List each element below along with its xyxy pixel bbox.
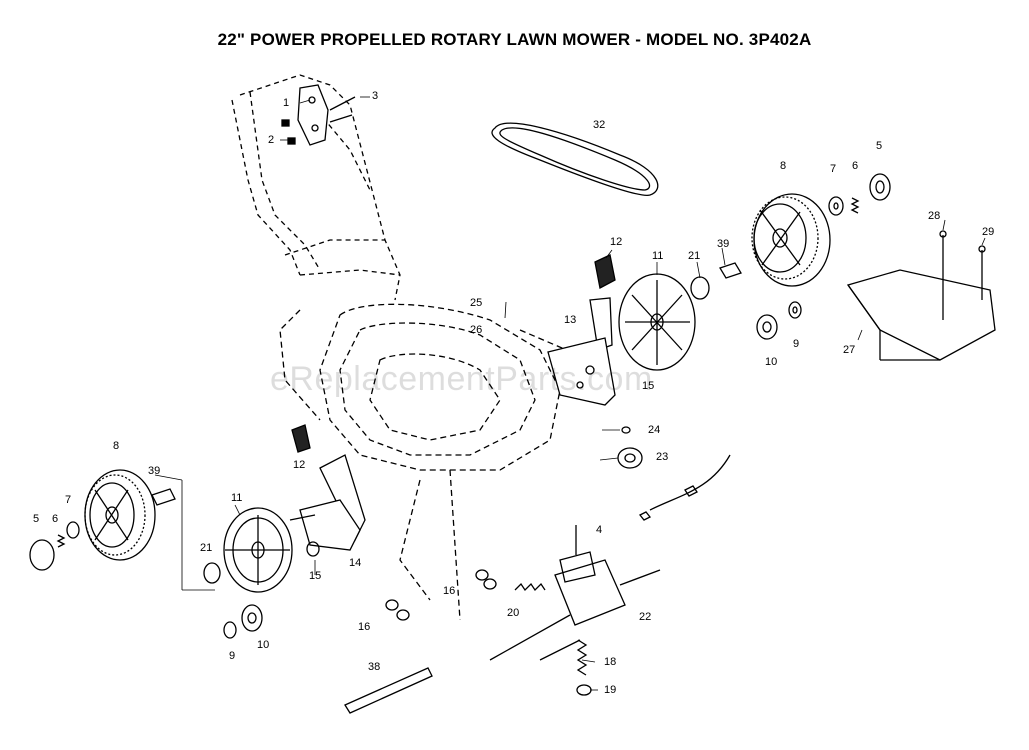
callout-8-left: 8 (113, 440, 120, 452)
callout-27: 27 (843, 344, 856, 356)
callout-6-left: 6 (52, 513, 59, 525)
diagram-title: 22" POWER PROPELLED ROTARY LAWN MOWER - … (217, 30, 812, 49)
right-gear-11 (618, 273, 696, 371)
right-bushing-39 (719, 262, 742, 279)
nut-16-a (475, 569, 497, 590)
callout-4: 4 (596, 524, 603, 536)
callout-12-left: 12 (293, 459, 306, 471)
left-washer-21 (203, 562, 221, 584)
callout-20: 20 (507, 607, 520, 619)
callout-15-left: 15 (309, 570, 322, 582)
callout-16-b: 16 (358, 621, 371, 633)
right-height-adjuster-13 (547, 297, 616, 406)
left-washer-7 (66, 521, 80, 539)
callout-3: 3 (372, 90, 379, 102)
right-pinion-10 (756, 314, 778, 340)
left-grip-12 (291, 424, 311, 453)
callout-38: 38 (368, 661, 381, 673)
callout-18: 18 (604, 656, 617, 668)
callout-11-left: 11 (231, 492, 243, 504)
callout-25: 25 (470, 297, 483, 309)
callout-10-right: 10 (765, 356, 778, 368)
callout-14: 14 (349, 557, 362, 569)
left-nut-9 (223, 621, 237, 639)
screw-28 (939, 230, 947, 320)
right-washer-7 (828, 196, 844, 216)
callout-26: 26 (470, 324, 483, 336)
right-wheel-8 (751, 193, 831, 287)
watermark: eReplacementParts.com (270, 360, 653, 398)
left-gear-11 (223, 507, 293, 593)
left-spring-6 (56, 534, 66, 548)
callout-22: 22 (639, 611, 652, 623)
handle-bracket-part-1 (281, 84, 356, 146)
right-hubcap-5 (869, 173, 891, 201)
callout-21-left: 21 (200, 542, 213, 554)
transmission-22 (489, 551, 661, 661)
left-height-adjuster-14 (289, 454, 366, 551)
callout-5-right: 5 (876, 140, 883, 152)
handle-assembly (231, 74, 401, 301)
callout-5-left: 5 (33, 513, 40, 525)
callout-39-right: 39 (717, 238, 730, 250)
callout-24: 24 (648, 424, 661, 436)
left-hubcap-5 (29, 539, 55, 571)
left-pinion-10 (241, 604, 263, 632)
callout-32: 32 (593, 119, 606, 131)
callout-7-right: 7 (830, 163, 837, 175)
callout-21-right: 21 (688, 250, 701, 262)
right-grip-12 (594, 254, 616, 289)
left-bushing-39 (151, 488, 176, 506)
control-cable (638, 454, 731, 521)
callout-6-right: 6 (852, 160, 859, 172)
screw-29 (978, 245, 986, 300)
leader-lines (154, 96, 986, 691)
callout-29: 29 (982, 226, 995, 238)
callout-19: 19 (604, 684, 617, 696)
callout-11-right: 11 (652, 250, 664, 262)
washer-24 (621, 426, 631, 434)
callout-23: 23 (656, 451, 669, 463)
callout-2: 2 (268, 134, 275, 146)
callout-15-right: 15 (642, 380, 655, 392)
callout-39-left: 39 (148, 465, 161, 477)
nut-16-b (385, 599, 410, 621)
callout-16-a: 16 (443, 585, 456, 597)
axle-38 (344, 667, 433, 714)
callout-1: 1 (283, 97, 290, 109)
spring-18 (576, 639, 588, 676)
right-spring-6 (850, 197, 860, 214)
callout-8-right: 8 (780, 160, 787, 172)
right-nut-9 (788, 301, 802, 319)
callout-9-right: 9 (793, 338, 800, 350)
left-wheel-8 (84, 469, 156, 561)
callout-10-left: 10 (257, 639, 270, 651)
drive-belt-32 (491, 122, 659, 196)
callout-12-right: 12 (610, 236, 623, 248)
spring-20 (514, 582, 546, 592)
right-washer-21 (690, 276, 710, 300)
callout-28: 28 (928, 210, 941, 222)
callout-9-left: 9 (229, 650, 236, 662)
callout-7-left: 7 (65, 494, 72, 506)
nut-19 (576, 684, 592, 696)
rear-deflector-27 (846, 269, 996, 361)
callout-13: 13 (564, 314, 577, 326)
left-nut-15 (306, 541, 320, 557)
bearing-23 (617, 447, 643, 469)
